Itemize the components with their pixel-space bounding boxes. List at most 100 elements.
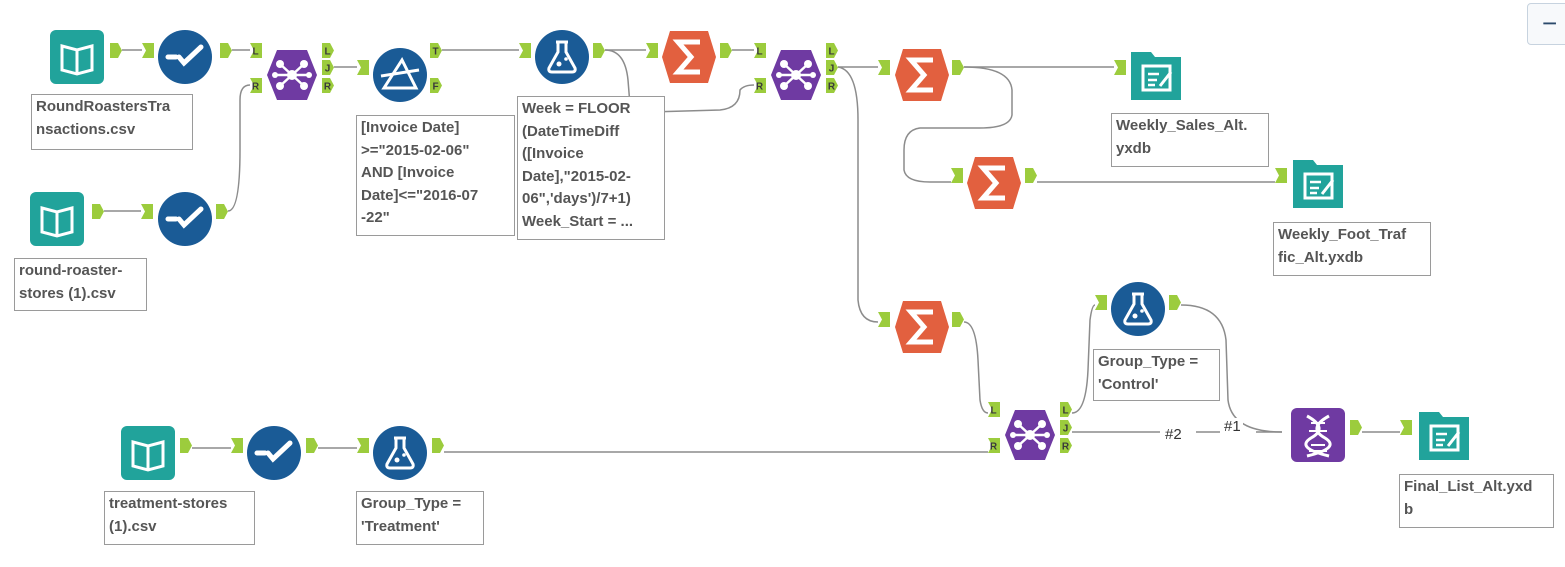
input-anchor[interactable]: R <box>754 78 766 93</box>
output-foot-traffic-tool[interactable] <box>1289 154 1347 212</box>
output-anchor[interactable] <box>92 204 104 219</box>
select-treatment-tool[interactable] <box>245 424 303 482</box>
formula-control-tool[interactable] <box>1109 280 1167 338</box>
anchor-shape: L <box>826 43 838 58</box>
append-fields-tool[interactable] <box>1289 406 1347 464</box>
anchor-shape <box>220 43 232 58</box>
formula-week-tool[interactable] <box>533 28 591 86</box>
input-anchor[interactable] <box>142 43 154 58</box>
output-anchor[interactable]: J <box>1060 420 1072 435</box>
output-anchor[interactable]: L <box>322 43 334 58</box>
join-weekly-tool[interactable] <box>767 46 825 104</box>
anchor-shape: L <box>1060 402 1072 417</box>
output-final-tool[interactable] <box>1415 406 1473 464</box>
anchor-shape <box>1350 420 1362 435</box>
summarize-3-tool[interactable] <box>893 298 951 356</box>
annotation-formula-control: Group_Type = 'Control' <box>1093 349 1220 401</box>
output-anchor[interactable]: J <box>826 60 838 75</box>
output-anchor[interactable] <box>220 43 232 58</box>
anchor-shape: R <box>754 78 766 93</box>
input-anchor[interactable] <box>1114 60 1126 75</box>
input-anchor[interactable] <box>951 168 963 183</box>
select-icon <box>158 30 212 84</box>
summarize-icon <box>662 31 716 83</box>
input-anchor[interactable] <box>878 312 890 327</box>
connection-wires <box>104 49 1400 453</box>
input-stores-tool[interactable] <box>28 190 86 248</box>
output-anchor[interactable]: T <box>430 43 442 58</box>
formula-treatment-tool[interactable] <box>371 424 429 482</box>
input-transactions-tool[interactable] <box>48 28 106 86</box>
select-icon <box>247 426 301 480</box>
anchor-shape: R <box>322 78 334 93</box>
svg-text:J: J <box>1063 424 1069 435</box>
anchor-shape: J <box>826 60 838 75</box>
anchor-shape <box>357 60 369 75</box>
anchor-shape <box>141 204 153 219</box>
output-anchor[interactable] <box>180 438 192 453</box>
input-anchor[interactable]: L <box>988 402 1000 417</box>
output-anchor[interactable] <box>720 43 732 58</box>
output-anchor[interactable]: J <box>322 60 334 75</box>
input-anchor[interactable] <box>878 60 890 75</box>
anchor-shape <box>1095 295 1107 310</box>
output-anchor[interactable] <box>952 60 964 75</box>
summarize-traffic-tool[interactable] <box>965 154 1023 212</box>
output-anchor[interactable] <box>1169 295 1181 310</box>
annotation-input-treatment: treatment-stores (1).csv <box>104 491 255 545</box>
anchor-shape <box>1169 295 1181 310</box>
input-anchor[interactable]: R <box>988 438 1000 453</box>
output-anchor[interactable] <box>432 438 444 453</box>
connection-wire <box>1071 304 1096 414</box>
input-anchor[interactable] <box>519 43 531 58</box>
select-stores-tool[interactable] <box>156 190 214 248</box>
output-weekly-sales-tool[interactable] <box>1127 46 1185 104</box>
zoom-out-button[interactable]: − <box>1527 3 1565 45</box>
input-anchor[interactable] <box>357 60 369 75</box>
output-anchor[interactable] <box>110 43 122 58</box>
input-anchor[interactable] <box>1095 295 1107 310</box>
output-icon <box>1293 160 1343 208</box>
join-stores-tool[interactable] <box>263 46 321 104</box>
append-icon <box>1291 408 1345 462</box>
input-treatment-tool[interactable] <box>119 424 177 482</box>
anchor-shape <box>593 43 605 58</box>
output-anchor[interactable] <box>216 204 228 219</box>
summarize-sales-tool[interactable] <box>893 46 951 104</box>
output-anchor[interactable] <box>952 312 964 327</box>
input-anchor[interactable] <box>1275 168 1287 183</box>
input-anchor[interactable] <box>646 43 658 58</box>
output-anchor[interactable]: R <box>1060 438 1072 453</box>
connection-wire <box>1180 304 1283 433</box>
output-anchor[interactable]: R <box>826 78 838 93</box>
output-anchor[interactable]: L <box>826 43 838 58</box>
output-anchor[interactable]: R <box>322 78 334 93</box>
input-anchor[interactable] <box>1400 420 1412 435</box>
svg-text:R: R <box>252 82 260 93</box>
input-anchor[interactable]: L <box>754 43 766 58</box>
summarize-1-tool[interactable] <box>660 28 718 86</box>
output-anchor[interactable] <box>1025 168 1037 183</box>
output-anchor[interactable] <box>593 43 605 58</box>
anchor-shape <box>1400 420 1412 435</box>
input-anchor[interactable] <box>231 438 243 453</box>
filter-icon <box>373 48 427 102</box>
input-anchor[interactable] <box>357 438 369 453</box>
anchor-shape <box>1275 168 1287 183</box>
input-anchor[interactable] <box>141 204 153 219</box>
wire-label-first: #1 <box>1222 418 1243 435</box>
filter-dates-tool[interactable] <box>371 46 429 104</box>
anchor-shape: R <box>826 78 838 93</box>
anchor-shape <box>142 43 154 58</box>
input-anchor[interactable]: R <box>250 78 262 93</box>
output-anchor[interactable]: L <box>1060 402 1072 417</box>
join-treatment-tool[interactable] <box>1001 406 1059 464</box>
select-transactions-tool[interactable] <box>156 28 214 86</box>
svg-text:R: R <box>756 82 764 93</box>
anchor-shape <box>952 312 964 327</box>
input-anchor[interactable]: L <box>250 43 262 58</box>
output-anchor[interactable] <box>306 438 318 453</box>
output-anchor[interactable]: F <box>430 78 442 93</box>
output-anchor[interactable] <box>1350 420 1362 435</box>
